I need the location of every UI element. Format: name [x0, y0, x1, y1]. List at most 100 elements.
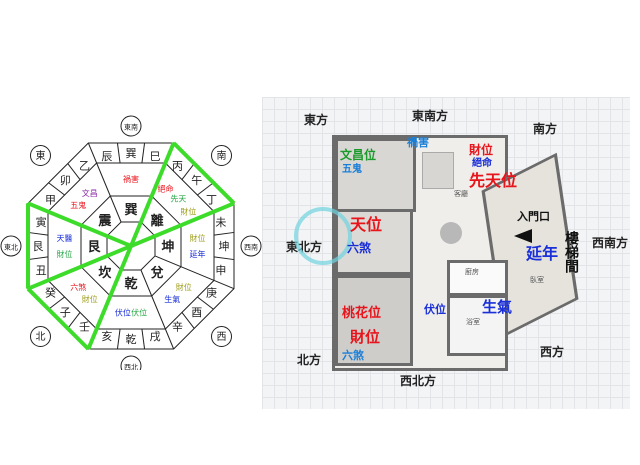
star-label: 五鬼 — [70, 200, 86, 210]
logo-seal — [294, 207, 352, 265]
mountain-divider — [116, 328, 121, 350]
bagua-divider — [87, 142, 122, 223]
mountain-label: 癸 — [45, 286, 56, 300]
label-tianyi: 天位 — [350, 215, 383, 234]
trigram-label: 兌 — [151, 265, 164, 281]
direction-label: 西南 — [244, 243, 258, 252]
mountain-divider — [48, 296, 65, 310]
dir-south: 南方 — [533, 122, 558, 136]
highlight-line — [26, 287, 90, 351]
star-label: 財位 — [82, 294, 98, 304]
mountain-label: 坤 — [219, 239, 230, 253]
mountain-divider — [213, 231, 235, 236]
label-huohai: 禍害 — [407, 136, 429, 149]
mountain-label: 未 — [215, 216, 226, 229]
highlight-line — [86, 245, 133, 350]
label-yannian: 延年 — [526, 244, 559, 263]
label-xiantian: 先天位 — [469, 171, 518, 190]
star-label: 財位 — [190, 233, 206, 243]
highlight-line — [27, 244, 132, 291]
mountain-label: 巽 — [126, 147, 137, 160]
highlight-line — [129, 142, 176, 247]
label-wenchang: 文昌位 — [340, 148, 377, 162]
mountain-divider — [116, 142, 121, 164]
trigram-label: 艮 — [87, 240, 101, 255]
trigram-label: 乾 — [124, 276, 137, 292]
trigram-label: 坎 — [98, 265, 111, 281]
mountain-divider — [141, 328, 146, 350]
label-kitchen: 廚房 — [465, 268, 479, 276]
mountain-label: 卯 — [60, 174, 71, 187]
trigram-label: 坤 — [161, 239, 174, 255]
room-bath — [447, 295, 508, 356]
direction-circle — [211, 144, 233, 166]
mountain-label: 乾 — [126, 333, 137, 346]
direction-circle — [120, 355, 142, 370]
direction-label: 南 — [217, 149, 227, 162]
mountain-label: 寅 — [36, 215, 47, 229]
entrance-arrow-icon — [514, 229, 532, 243]
mountain-divider — [27, 231, 49, 236]
mountain-label: 戌 — [150, 330, 161, 343]
label-caiwei-south: 財位 — [469, 143, 494, 157]
direction-circle — [29, 144, 51, 166]
mountain-divider — [213, 256, 235, 261]
highlight-line — [27, 201, 132, 248]
star-label: 六煞 — [70, 282, 86, 292]
star-label: 伏位 — [131, 308, 147, 318]
star-label: 絕命 — [158, 184, 174, 194]
mountain-label: 辰 — [101, 150, 112, 163]
dining-table — [440, 222, 462, 244]
mountain-divider — [197, 296, 214, 310]
floor-plan-panel: 東方 東南方 南方 西南方 西方 西北方 北方 東北方 文昌位 五鬼 禍害 財位… — [262, 97, 630, 409]
star-label: 財位 — [56, 249, 72, 259]
trigram-label: 巽 — [124, 203, 137, 218]
highlight-line — [130, 201, 235, 248]
direction-circle — [0, 235, 22, 257]
star-label: 財位 — [180, 206, 196, 216]
mountain-label: 庚 — [206, 286, 217, 300]
direction-circle — [120, 115, 142, 137]
dir-west: 西方 — [540, 345, 565, 359]
mountain-label: 子 — [60, 306, 71, 319]
star-label: 文昌 — [82, 188, 98, 198]
label-bedroom: 臥室 — [530, 276, 544, 284]
star-label: 伏位 — [115, 308, 131, 318]
mountain-label: 丑 — [36, 264, 47, 277]
room-bedroom-north — [335, 275, 413, 366]
mountain-label: 酉 — [191, 306, 202, 319]
label-fuwei: 伏位 — [424, 303, 446, 316]
mountain-label: 申 — [215, 264, 226, 277]
bagua-divider — [154, 255, 235, 290]
mountain-divider — [197, 182, 214, 196]
mountain-divider — [67, 312, 81, 329]
label-bathroom: 浴室 — [466, 318, 480, 326]
label-taohua: 桃花位 — [342, 306, 382, 321]
bagua-divider — [140, 269, 175, 350]
label-living-room: 客廳 — [454, 190, 468, 198]
mountain-label: 丁 — [206, 194, 217, 207]
mountain-label: 甲 — [45, 194, 56, 207]
mountain-label: 亥 — [101, 329, 112, 343]
mountain-label: 午 — [191, 174, 202, 187]
direction-label: 東南 — [124, 123, 138, 132]
mountain-divider — [141, 142, 146, 164]
mountain-divider — [181, 163, 195, 180]
dir-north: 北方 — [297, 353, 322, 367]
label-entrance: 入門口 — [517, 210, 550, 223]
mountain-label: 乙 — [79, 159, 90, 172]
direction-label: 東北 — [4, 243, 18, 252]
star-label: 財位 — [176, 282, 192, 292]
mountain-label: 壬 — [79, 321, 90, 334]
label-caiwei-north: 財位 — [350, 328, 381, 346]
direction-circle — [211, 326, 233, 348]
direction-label: 北 — [35, 331, 45, 343]
room-kitchen — [447, 260, 508, 296]
mountain-divider — [181, 312, 195, 329]
dir-northwest: 西北方 — [400, 374, 437, 388]
mountain-divider — [27, 256, 49, 261]
label-shengqi: 生氣 — [482, 298, 513, 316]
bagua-diagram: 辰巽巳丙午丁未坤申庚酉辛戌乾亥壬子癸丑艮寅甲卯乙巽離坤兌乾坎艮震禍害絕命先天財位… — [0, 115, 262, 370]
star-label: 延年 — [190, 249, 206, 259]
dir-southeast: 東南方 — [412, 109, 449, 123]
